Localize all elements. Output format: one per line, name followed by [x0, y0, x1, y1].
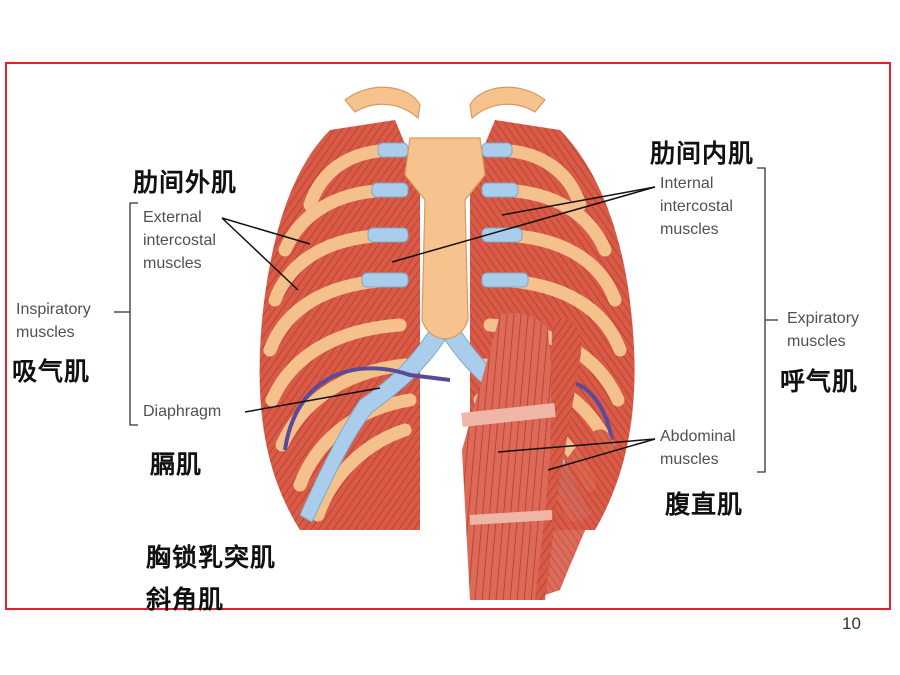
expiratory-bracket [757, 167, 778, 473]
diaphragm-label: Diaphragm [143, 403, 222, 420]
inspiratory-label: Inspiratory muscles [16, 301, 91, 341]
abdominal-muscles [461, 313, 615, 600]
leader-lines [221, 186, 656, 471]
internal-intercostal-label: Internal intercostal muscles [660, 175, 733, 238]
abdominal-label: Abdominal muscles [660, 428, 736, 468]
slide-frame [5, 62, 891, 610]
cn-scalene: 斜角肌 [146, 585, 225, 614]
cn-external-intercostal: 肋间外肌 [133, 168, 238, 197]
cn-rectus-abdominis: 腹直肌 [665, 490, 744, 519]
inspiratory-bracket [114, 202, 138, 426]
cn-expiratory: 呼气肌 [780, 367, 859, 396]
cn-internal-intercostal: 肋间内肌 [650, 139, 755, 168]
page-number: 10 [842, 614, 861, 633]
external-intercostal-label: External intercostal muscles [143, 209, 216, 272]
cn-diaphragm: 膈肌 [150, 450, 203, 479]
clavicles [344, 86, 546, 120]
cn-sternocleidomastoid: 胸锁乳突肌 [146, 543, 277, 572]
cn-inspiratory: 吸气肌 [12, 357, 91, 386]
expiratory-label: Expiratory muscles [787, 310, 860, 350]
sternum [404, 137, 486, 340]
